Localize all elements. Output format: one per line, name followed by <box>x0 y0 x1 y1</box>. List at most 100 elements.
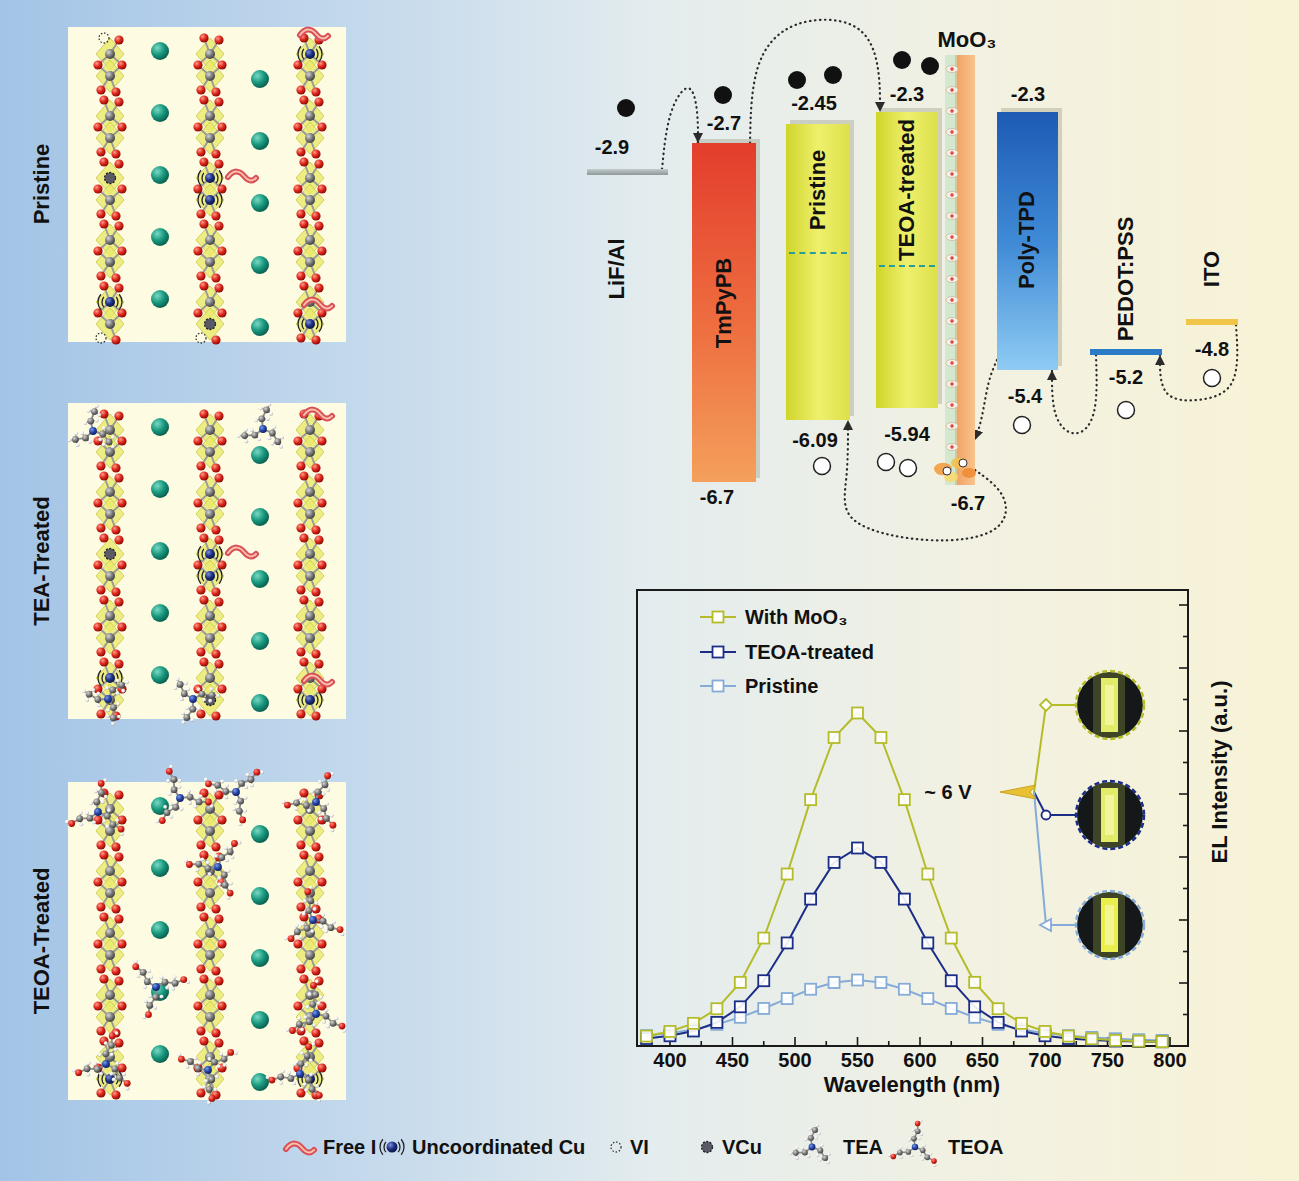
iodine-atom <box>117 560 126 569</box>
hydrogen-atom <box>257 437 261 441</box>
iodine-atom <box>114 914 123 923</box>
iodine-atom <box>96 902 105 911</box>
cation-sphere <box>251 887 269 905</box>
copper-atom <box>205 297 215 307</box>
hydrogen-atom <box>827 1153 830 1156</box>
iodine-atom <box>293 184 302 193</box>
copper-atom <box>105 257 115 267</box>
data-marker <box>993 1017 1004 1028</box>
x-tick <box>982 1037 984 1046</box>
iodine-atom <box>96 523 105 532</box>
transfer-arrow <box>975 360 997 440</box>
hydrogen-atom <box>116 679 120 683</box>
iodine-atom <box>111 649 120 658</box>
data-marker <box>711 1017 722 1028</box>
iodine-atom <box>193 1001 202 1010</box>
x-tick <box>1075 1041 1077 1046</box>
iodine-atom <box>193 622 202 631</box>
y-tick <box>1183 888 1188 890</box>
iodine-atom <box>311 649 320 658</box>
carbon-atom <box>314 789 321 796</box>
hydrogen-atom <box>136 974 140 978</box>
vibration-arc <box>316 1074 318 1084</box>
data-marker <box>735 1012 746 1023</box>
carbon-atom <box>817 1148 823 1154</box>
copper-atom <box>205 447 215 457</box>
hydrogen-atom <box>301 922 305 926</box>
dipole <box>946 423 958 430</box>
hydrogen-atom <box>302 912 306 916</box>
iodine-atom <box>93 436 102 445</box>
copper-vacancy <box>702 1142 713 1153</box>
copper-atom <box>205 509 215 519</box>
hydrogen-atom <box>920 1133 923 1136</box>
electron <box>824 66 842 84</box>
carbon-atom <box>238 780 245 787</box>
copper-atom <box>205 633 215 643</box>
hydrogen-atom <box>193 1056 197 1060</box>
hydrogen-atom <box>176 677 180 681</box>
iodine-atom <box>217 622 226 631</box>
hydrogen-atom <box>125 680 129 684</box>
hydrogen-atom <box>254 418 258 422</box>
vibration-arc <box>316 695 318 705</box>
iodine-atom <box>211 211 220 220</box>
cu2i4-dimer <box>293 219 326 282</box>
data-marker <box>1133 1036 1144 1047</box>
carbon-atom <box>86 691 93 698</box>
cu2i4-dimer <box>193 219 226 282</box>
hydrogen-atom <box>919 1153 922 1156</box>
iodine-atom <box>214 159 223 168</box>
iodine-atom <box>117 939 126 948</box>
hydrogen-atom <box>312 1023 316 1027</box>
copper-atom <box>105 950 115 960</box>
cation-sphere <box>251 1011 269 1029</box>
cu2i4-dimer <box>193 1036 226 1099</box>
carbon-atom <box>91 408 98 415</box>
carbon-atom <box>305 1076 312 1083</box>
uncoordinated-copper <box>305 319 315 329</box>
iodine-atom <box>217 939 226 948</box>
cation-sphere <box>251 194 269 212</box>
copper-vacancy <box>205 319 216 330</box>
hydrogen-atom <box>163 805 167 809</box>
cu2i4-dimer <box>93 657 126 720</box>
copper-atom <box>205 71 215 81</box>
x-tick <box>700 1041 702 1046</box>
cation-sphere <box>151 166 169 184</box>
hydrogen-atom <box>196 1072 200 1076</box>
oxygen-atom <box>205 799 212 806</box>
hydrogen-atom <box>117 715 121 719</box>
iodine-atom <box>196 902 205 911</box>
copper-atom <box>105 633 115 643</box>
hydrogen-atom <box>227 896 231 900</box>
iodine-atom <box>96 147 105 156</box>
cu2i4-dimer <box>93 912 126 975</box>
iodine-atom <box>196 1088 205 1097</box>
iodine-atom <box>214 976 223 985</box>
cu2i4-dimer <box>293 33 326 96</box>
hydrogen-atom <box>80 431 84 435</box>
vibration-arc <box>302 695 304 705</box>
legend-icon <box>888 1119 937 1167</box>
carbon-atom <box>214 782 221 789</box>
oxygen-atom <box>304 888 311 895</box>
dipole <box>946 66 958 73</box>
uncoordinated-copper <box>205 549 215 559</box>
hydrogen-atom <box>225 784 229 788</box>
iodine-atom <box>311 525 320 534</box>
carbon-atom <box>84 1065 91 1072</box>
hydrogen-atom <box>208 872 212 876</box>
free-iodide <box>304 300 332 309</box>
vibration-arc <box>98 670 101 685</box>
carbon-atom <box>112 1066 119 1073</box>
hydrogen-atom <box>116 691 120 695</box>
hydrogen-atom <box>114 1048 118 1052</box>
iodine-atom <box>93 939 102 948</box>
x-tick <box>1013 1041 1015 1046</box>
hydrogen-atom <box>187 789 191 793</box>
x-tick <box>857 1037 859 1046</box>
hydrogen-atom <box>908 1138 911 1141</box>
copper-atom <box>205 826 215 836</box>
data-marker <box>711 1003 722 1014</box>
